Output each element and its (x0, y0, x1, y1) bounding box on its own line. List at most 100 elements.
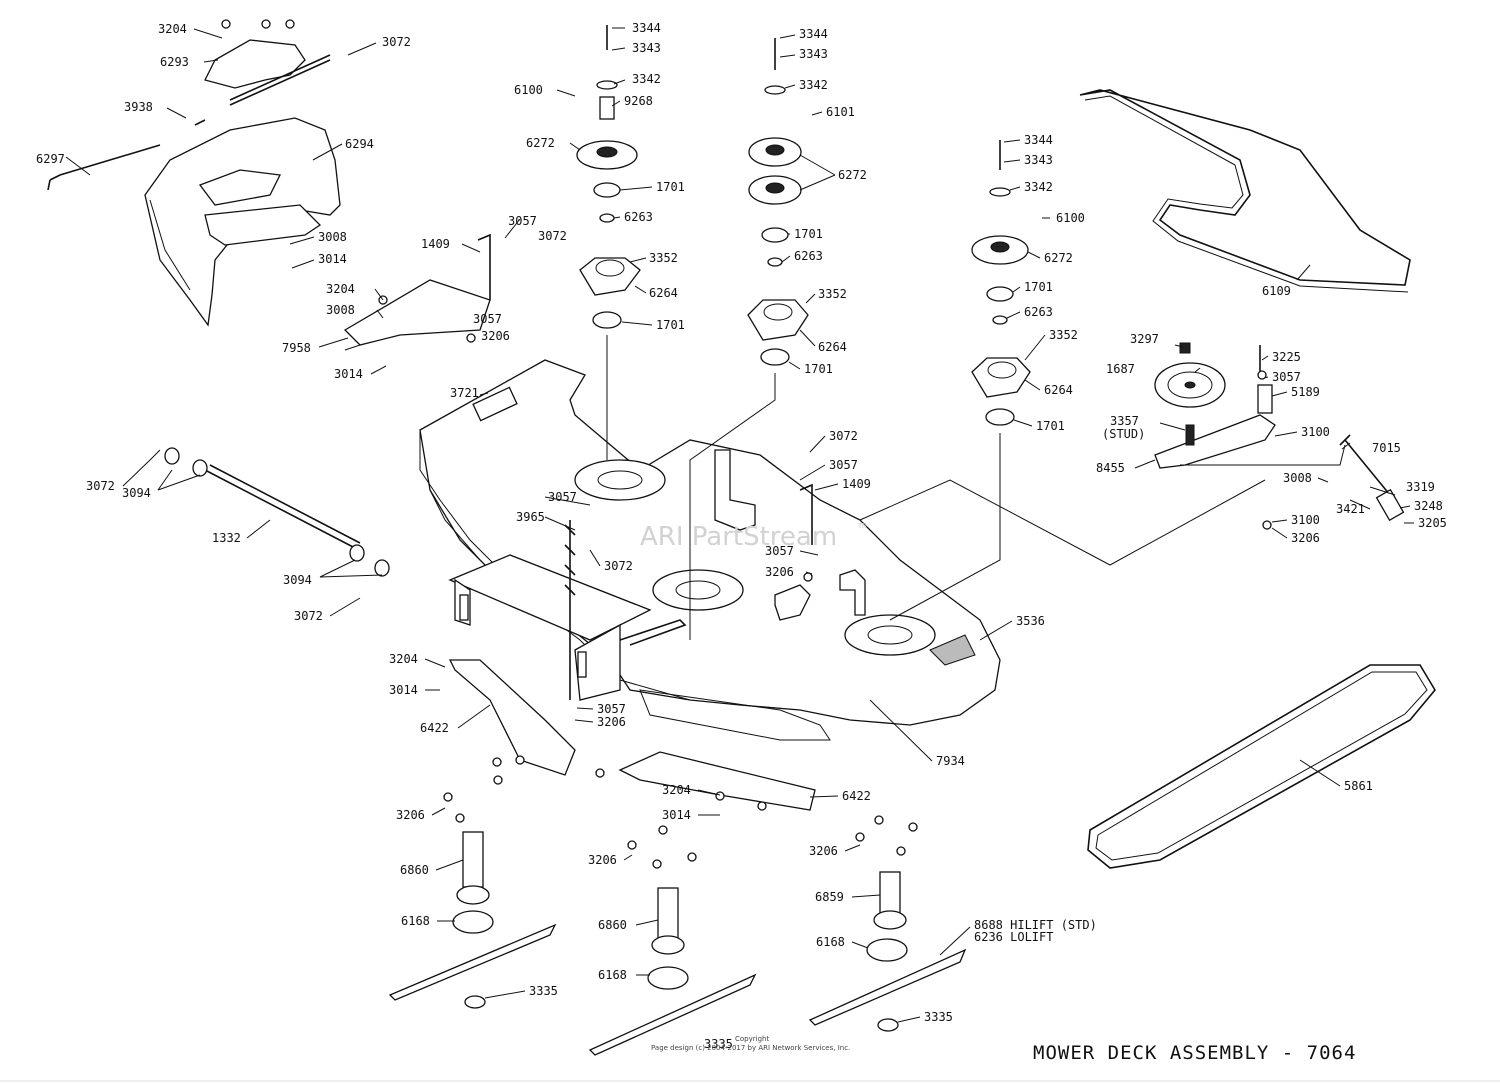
part-label: 3205 (1418, 516, 1447, 530)
part-label: 3206 (765, 565, 794, 579)
part-label: 6422 (420, 721, 449, 735)
part-label: 6263 (1024, 305, 1053, 319)
part-label: 1701 (656, 180, 685, 194)
part-label: 3008 (326, 303, 355, 317)
part-label: 1701 (804, 362, 833, 376)
rod-1332 (164, 447, 390, 577)
part-label: 3344 (799, 27, 828, 41)
part-label: 3094 (122, 486, 151, 500)
part-label: 6100 (514, 83, 543, 97)
part-label: 3342 (632, 72, 661, 86)
part-label: 3206 (588, 853, 617, 867)
part-label: 6264 (1044, 383, 1073, 397)
part-label: 3297 (1130, 332, 1159, 346)
part-label: 6859 (815, 890, 844, 904)
spindle-stack-right (889, 140, 1031, 621)
part-label: 3248 (1414, 499, 1443, 513)
part-label: 6264 (649, 286, 678, 300)
part-label: 3072 (604, 559, 633, 573)
leader-lines (65, 27, 1414, 1023)
baffle-6422-center (618, 751, 816, 811)
part-label: 3057 (829, 458, 858, 472)
part-label: 6860 (598, 918, 627, 932)
part-label: 3357 (1110, 414, 1139, 428)
rod-6297 (47, 144, 161, 191)
part-label: 1409 (421, 237, 450, 251)
part-label: 3352 (1049, 328, 1078, 342)
part-label: 6263 (624, 210, 653, 224)
part-label: 6272 (1044, 251, 1073, 265)
copyright-line-1: Copyright (735, 1035, 769, 1043)
part-label: 3100 (1301, 425, 1330, 439)
part-label: 3014 (318, 252, 347, 266)
part-label: 6297 (36, 152, 65, 166)
part-label: 3352 (818, 287, 847, 301)
watermark: ARI PartStream (640, 522, 837, 552)
part-label: 5861 (1344, 779, 1373, 793)
part-label: 3057 (548, 490, 577, 504)
part-label: 1701 (794, 227, 823, 241)
bracket-7958 (343, 279, 491, 351)
part-label: 3072 (86, 479, 115, 493)
part-drawings (47, 19, 1436, 1056)
spindle-stack-center (689, 38, 809, 640)
part-label: 3057 (473, 312, 502, 326)
part-label: 1687 (1106, 362, 1135, 376)
part-label: 3204 (662, 783, 691, 797)
part-label: 3204 (326, 282, 355, 296)
part-label: 3342 (1024, 180, 1053, 194)
part-label: 1701 (1036, 419, 1065, 433)
part-label: 3335 (924, 1010, 953, 1024)
part-label: 3206 (597, 715, 626, 729)
part-label: (STUD) (1102, 427, 1145, 441)
part-label: 3072 (294, 609, 323, 623)
part-label: 3343 (632, 41, 661, 55)
part-label: 7958 (282, 341, 311, 355)
baffle-6422-left (448, 659, 576, 776)
part-label: 1701 (1024, 280, 1053, 294)
part-label: 6168 (401, 914, 430, 928)
part-label: 3335 (529, 984, 558, 998)
part-label: 6422 (842, 789, 871, 803)
part-label: 6294 (345, 137, 374, 151)
part-label: 3344 (632, 21, 661, 35)
spring-1409-left (477, 233, 491, 300)
part-label: 3008 (1283, 471, 1312, 485)
page-title: MOWER DECK ASSEMBLY - 7064 (1033, 1042, 1356, 1064)
part-label: 3008 (318, 230, 347, 244)
part-label: 6860 (400, 863, 429, 877)
part-label: 6272 (526, 136, 555, 150)
part-label: 3938 (124, 100, 153, 114)
part-label: 3343 (799, 47, 828, 61)
belt-6109 (1079, 89, 1411, 286)
part-label: 3721 (450, 386, 479, 400)
part-label: 9268 (624, 94, 653, 108)
mower-deck-shell (419, 359, 1001, 741)
part-label: 3072 (829, 429, 858, 443)
part-label: 3014 (334, 367, 363, 381)
part-label: 6168 (816, 935, 845, 949)
part-label: 6263 (794, 249, 823, 263)
watermark-tm: TM (858, 522, 866, 530)
part-label: 1332 (212, 531, 241, 545)
part-label: 3319 (1406, 480, 1435, 494)
part-labels: 3204 3072 6293 3938 6297 6294 3008 3014 … (36, 21, 1447, 1051)
part-label: 3225 (1272, 350, 1301, 364)
idler-arm-8455 (859, 345, 1405, 566)
part-label: 6236 LOLIFT (974, 930, 1053, 944)
spindle-stack-left (576, 25, 641, 460)
part-label: 3344 (1024, 133, 1053, 147)
part-label: 3014 (389, 683, 418, 697)
part-label: 8688 HILIFT (STD) (974, 918, 1097, 932)
belt-shield-6294 (144, 117, 341, 327)
spring-3965 (564, 520, 576, 700)
part-label: 3335 (704, 1037, 733, 1051)
hitch-bracket (448, 554, 687, 701)
spring-1409-center (799, 483, 813, 545)
part-label: 3072 (382, 35, 411, 49)
part-label: 3057 (1272, 370, 1301, 384)
idler-pulley-1687 (1154, 342, 1226, 408)
part-label: 6168 (598, 968, 627, 982)
part-label: 3094 (283, 573, 312, 587)
